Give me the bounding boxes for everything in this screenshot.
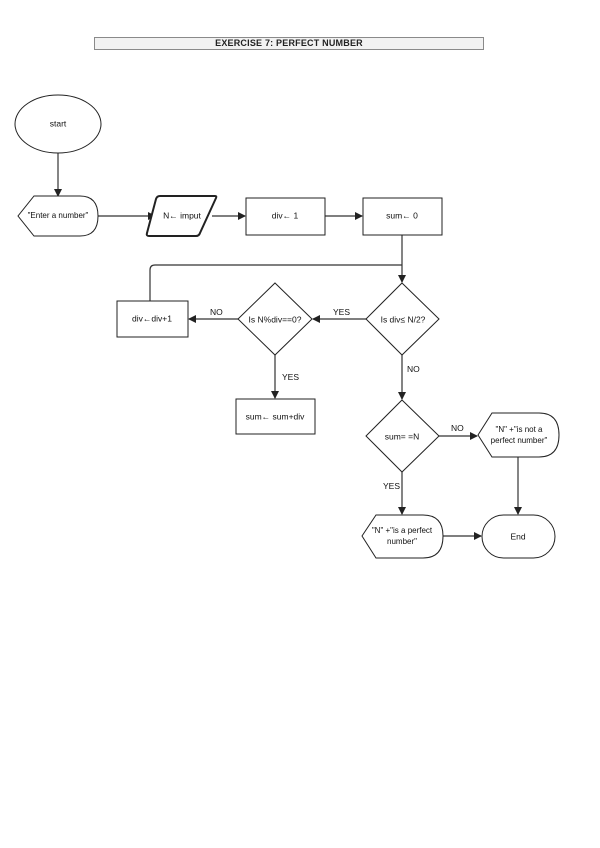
node-cond-mod: Is N%div==0? — [237, 282, 313, 356]
node-start-label: start — [50, 118, 67, 128]
edge-label-loop-no: NO — [407, 364, 420, 374]
node-end-label: End — [510, 531, 525, 541]
edge-label-mod-yes: YES — [282, 372, 299, 382]
node-inc-div-label: div←div+1 — [132, 313, 172, 323]
edge-labels: YES NO NO YES NO YES — [210, 307, 464, 491]
node-cond-mod-label: Is N%div==0? — [249, 314, 302, 324]
edge-label-eq-yes: YES — [383, 481, 400, 491]
node-cond-eq-label: sum= =N — [385, 431, 420, 441]
node-init-div-label: div← 1 — [272, 210, 299, 220]
node-inc-div: div←div+1 — [116, 300, 189, 338]
edge-label-loop-yes: YES — [333, 307, 350, 317]
node-cond-eq: sum= =N — [365, 399, 440, 473]
node-add-sum-label: sum← sum+div — [246, 411, 306, 421]
node-init-div: div← 1 — [245, 197, 326, 236]
node-input-label: N← imput — [163, 210, 201, 220]
node-out-not-perfect: "N" +"is not a perfect number" — [477, 412, 560, 458]
node-cond-loop: Is div≤ N/2? — [365, 282, 440, 356]
node-end: End — [481, 514, 556, 559]
node-init-sum: sum← 0 — [362, 197, 443, 236]
node-init-sum-label: sum← 0 — [386, 210, 418, 220]
edge-label-mod-no: NO — [210, 307, 223, 317]
node-out-not-line2: perfect number" — [491, 436, 548, 445]
node-prompt: "Enter a number" — [17, 195, 99, 237]
node-input: N← imput — [145, 195, 218, 237]
node-prompt-label: "Enter a number" — [28, 211, 89, 220]
node-out-yes-line1: "N" +"is a perfect — [372, 526, 433, 535]
edge-incdiv-loopback — [149, 264, 402, 301]
node-out-not-line1: "N" +"is not a — [496, 425, 544, 434]
node-out-perfect: "N" +"is a perfect number" — [361, 514, 444, 559]
edges — [54, 153, 522, 540]
edge-label-eq-no: NO — [451, 423, 464, 433]
document-title: EXERCISE 7: PERFECT NUMBER — [94, 37, 484, 50]
node-cond-loop-label: Is div≤ N/2? — [381, 314, 426, 324]
node-start: start — [14, 94, 102, 154]
node-out-yes-line2: number" — [387, 537, 417, 546]
node-add-sum: sum← sum+div — [235, 398, 316, 435]
